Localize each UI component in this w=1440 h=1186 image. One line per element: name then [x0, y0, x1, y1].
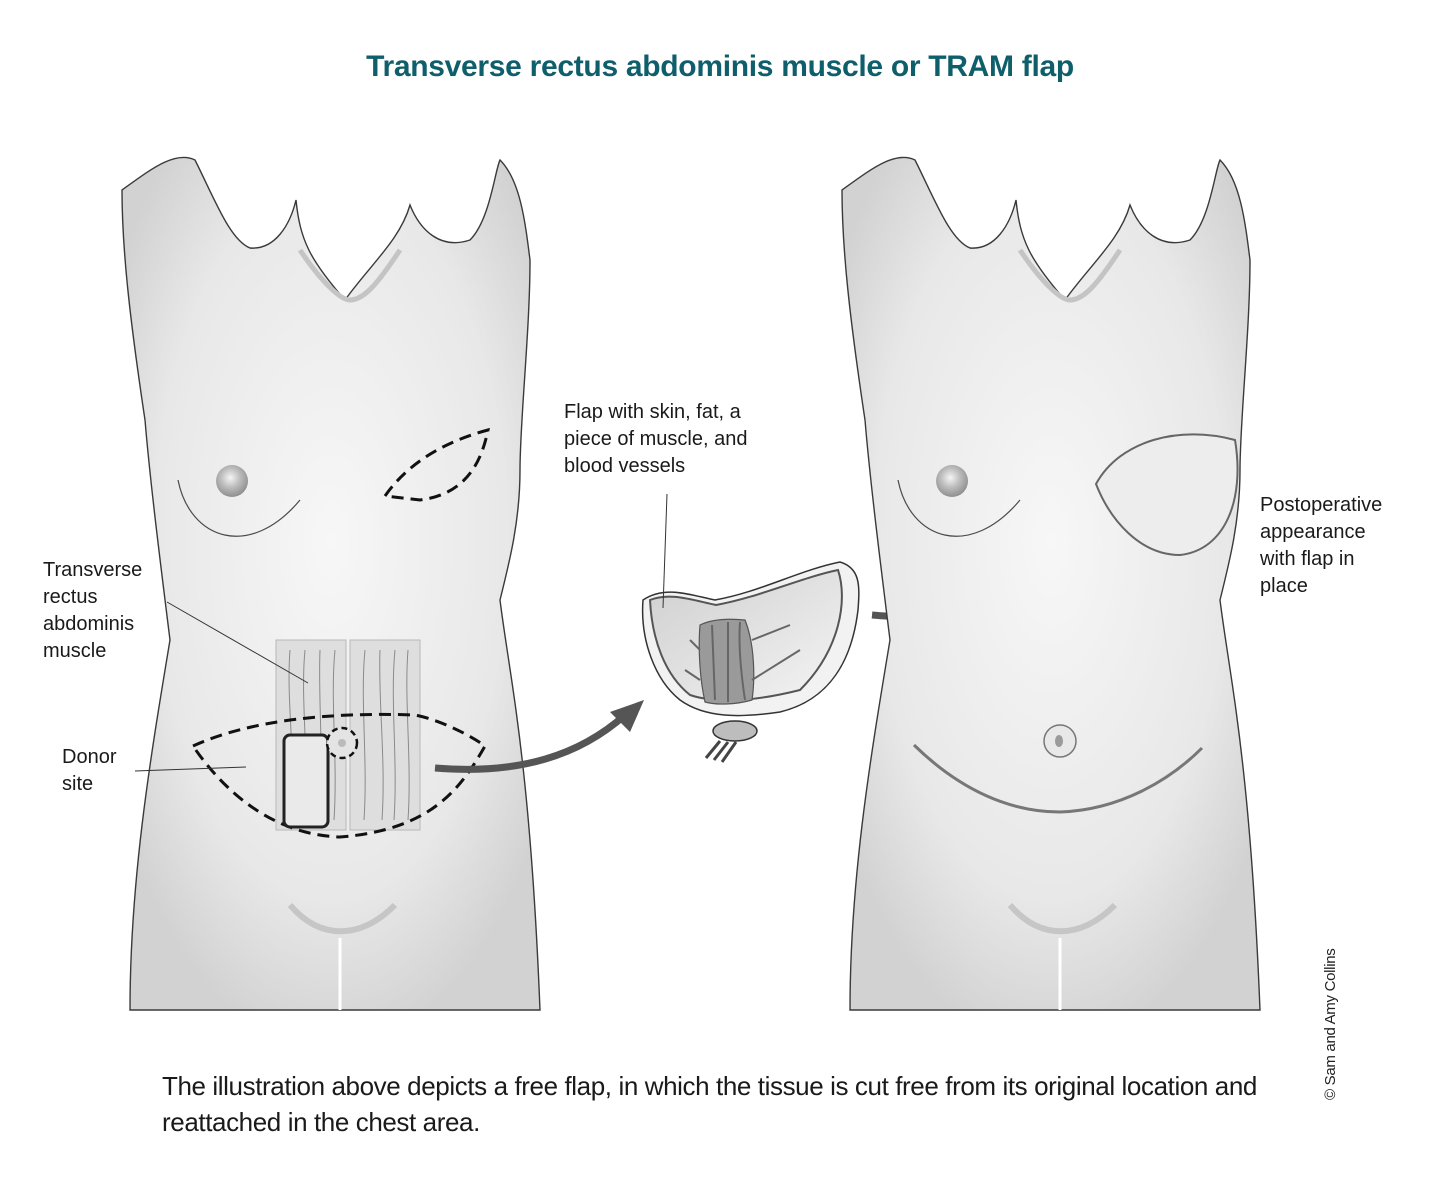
muscle-harvest-window [282, 733, 330, 829]
label-postoperative-appearance: Postoperative appearance with flap in pl… [1260, 494, 1383, 597]
arrow-to-flap [434, 712, 628, 773]
donor-leader-line [134, 766, 247, 772]
nipple [936, 465, 968, 497]
donor-site-outline [190, 712, 487, 839]
nipple [216, 465, 248, 497]
copyright-notice: © Sam and Amy Collins [1322, 948, 1339, 1100]
label-flap: Flap with skin, fat, a piece of muscle, … [564, 401, 748, 477]
muscle-leader-line [166, 601, 309, 684]
figure-caption: The illustration above depicts a free fl… [162, 1071, 1257, 1137]
label-transverse-rectus-abdominis-muscle: Transverse rectus abdominis muscle [43, 559, 143, 662]
reconstructed-breast [1094, 433, 1239, 557]
harvested-flap [641, 561, 860, 763]
figure-title: Transverse rectus abdominis muscle or TR… [366, 50, 1074, 83]
right-torso [820, 156, 1280, 1020]
left-torso [100, 156, 560, 1020]
mastectomy-outline [382, 427, 490, 502]
label-donor-site: Donor site [62, 746, 117, 795]
flap-leader-line [662, 493, 668, 609]
abdominal-scar [912, 743, 1204, 814]
